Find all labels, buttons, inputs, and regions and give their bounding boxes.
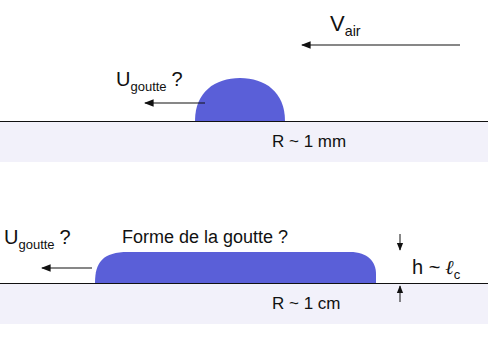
subscript: air [345, 23, 361, 39]
velocity-arrow [42, 267, 92, 268]
subscript: goutte [130, 79, 166, 94]
air-arrow [302, 44, 460, 45]
drop-velocity-label: Ugoutte? [116, 68, 183, 94]
label-text: ? [172, 68, 183, 90]
label-text: ℓ [445, 256, 453, 278]
label-text: Forme de la goutte ? [122, 227, 288, 247]
label-text: U [116, 68, 130, 90]
large-drop [95, 252, 376, 283]
size-label: R ~ 1 mm [272, 133, 346, 152]
label-text: ? [60, 226, 71, 248]
height-label: h ~ℓc [412, 256, 460, 282]
surface-line [0, 283, 488, 284]
velocity-arrow [145, 102, 205, 103]
label-text: R ~ 1 cm [272, 294, 341, 313]
question-label: Forme de la goutte ? [122, 228, 288, 248]
substrate-band [0, 284, 488, 324]
substrate-band [0, 122, 488, 162]
small-drop [195, 78, 285, 121]
drop-velocity-label: Ugoutte? [4, 226, 71, 252]
surface-line [0, 121, 488, 122]
subscript: c [454, 267, 461, 282]
label-text: h ~ [412, 256, 440, 278]
height-arrow [400, 286, 401, 302]
subscript: goutte [18, 237, 54, 252]
label-text: U [4, 226, 18, 248]
height-arrow [400, 234, 401, 250]
label-text: R ~ 1 mm [272, 132, 346, 151]
size-label: R ~ 1 cm [272, 295, 341, 314]
label-text: V [330, 11, 345, 36]
air-velocity-label: Vair [330, 12, 361, 40]
